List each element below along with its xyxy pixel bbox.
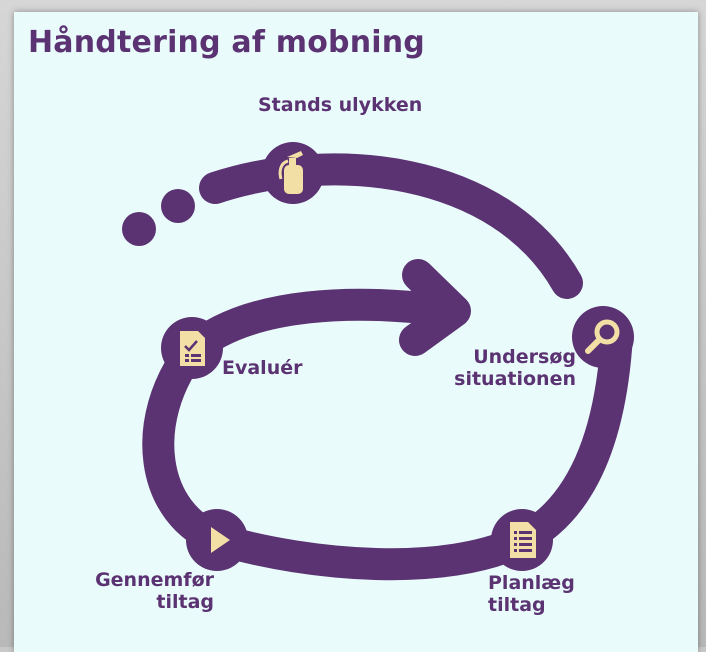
step-label-gennemfor-line1: Gennemfør — [95, 569, 214, 591]
checklist-icon — [180, 331, 205, 366]
step-label-undersog: Undersøg situationen — [426, 346, 576, 390]
document-list-icon — [510, 522, 536, 558]
cycle-arrowhead — [399, 259, 471, 356]
step-stands-node — [262, 142, 324, 204]
step-evaluer-node — [161, 317, 223, 379]
step-label-stands: Stands ulykken — [258, 94, 423, 116]
ellipsis-dot — [122, 212, 156, 246]
step-label-planlaeg: Planlæg tiltag — [488, 572, 575, 616]
step-label-planlaeg-line2: tiltag — [488, 594, 546, 616]
step-label-planlaeg-line1: Planlæg — [488, 572, 575, 594]
fire-extinguisher-icon — [278, 151, 303, 194]
step-gennemfor-node — [186, 509, 248, 571]
step-planlaeg-node — [491, 509, 553, 571]
ellipsis-dot — [161, 189, 195, 223]
step-label-undersog-line2: situationen — [454, 368, 576, 390]
magnifier-icon — [585, 319, 620, 354]
page-title: Håndtering af mobning — [28, 25, 425, 60]
step-label-gennemfor-line2: tiltag — [156, 591, 214, 613]
play-icon — [211, 527, 230, 553]
step-label-undersog-line1: Undersøg — [473, 346, 576, 368]
step-label-evaluer: Evaluér — [222, 357, 303, 379]
step-undersog-node — [572, 306, 634, 368]
step-label-gennemfor: Gennemfør tiltag — [64, 569, 214, 613]
